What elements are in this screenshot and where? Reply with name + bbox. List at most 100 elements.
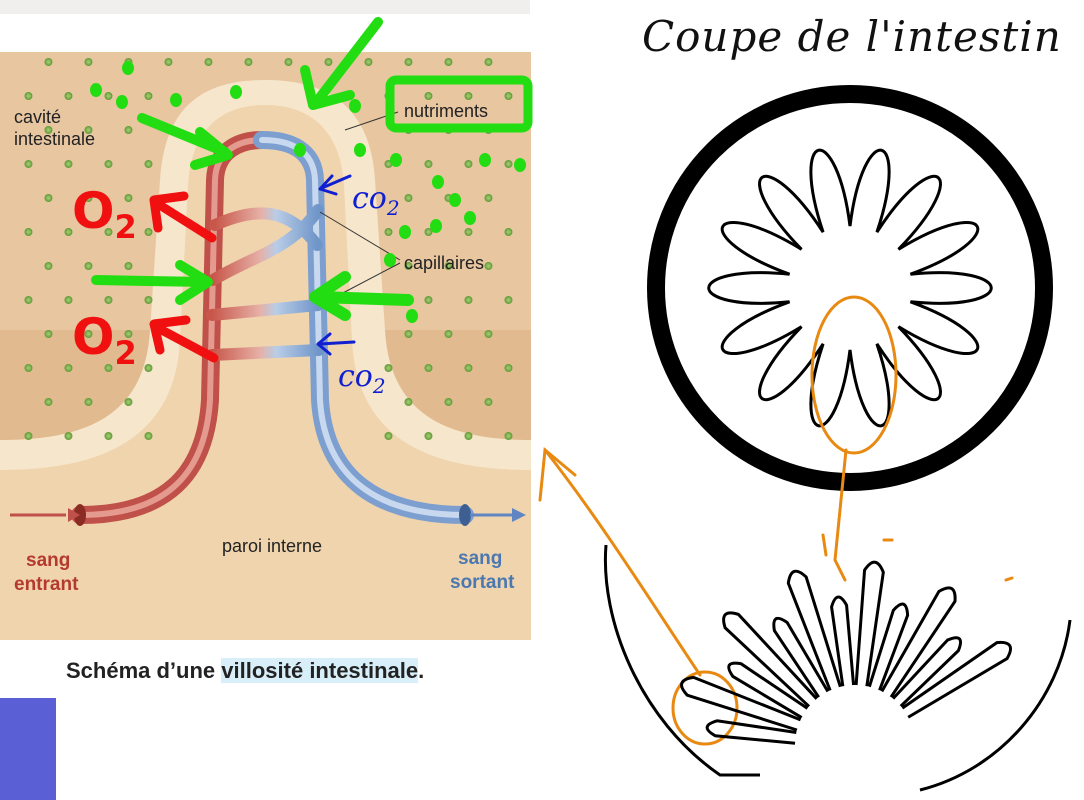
label-blood-out-1: sang <box>458 548 503 569</box>
label-blood-in-1: sang <box>26 550 71 571</box>
green-arrow-upper-left-head <box>190 127 233 170</box>
nutrient-dot <box>64 160 73 168</box>
green-dot <box>432 175 444 189</box>
nutrient-dot <box>464 92 473 100</box>
caption-period: . <box>418 658 425 683</box>
blood-in-arrow-head <box>68 508 80 522</box>
orange-tick-2 <box>1004 576 1014 582</box>
green-arrow-mid-left-head <box>175 260 213 305</box>
nutrient-dot <box>84 58 93 66</box>
nutrient-dot <box>404 330 413 338</box>
label-nutrients: nutriments <box>404 101 489 121</box>
nutrient-dot <box>484 194 493 202</box>
nutrient-dot <box>64 92 73 100</box>
green-dot <box>294 143 306 157</box>
nutrient-dot <box>424 432 433 440</box>
nutrient-dot <box>84 126 93 134</box>
intestine-outer-wall <box>647 85 1053 491</box>
nutrient-dot <box>144 296 153 304</box>
venule-opening <box>459 504 471 526</box>
green-dot <box>430 219 442 233</box>
nutrient-dot <box>204 58 213 66</box>
villi-base-right <box>919 619 1072 792</box>
capillary-loop <box>71 131 474 526</box>
blood-flow-arrows <box>10 508 526 522</box>
nutrient-dot <box>24 296 33 304</box>
nutrient-dot <box>44 126 53 134</box>
nutrient-dot <box>384 432 393 440</box>
nutrient-dot <box>84 194 93 202</box>
nutrient-dot <box>124 398 133 406</box>
capillary-1 <box>209 207 323 251</box>
nutrient-dot <box>104 296 113 304</box>
nutrient-dot <box>464 160 473 168</box>
nutrient-dot <box>444 262 453 270</box>
caption-text: Schéma d’une <box>66 658 222 683</box>
green-dot <box>479 153 491 167</box>
nutrient-dot <box>464 228 473 236</box>
nutrient-dot <box>404 58 413 66</box>
nutrient-dot <box>244 58 253 66</box>
capillaires-leader-1 <box>319 211 401 261</box>
capillary-3 <box>206 299 324 321</box>
nutrient-dot <box>164 58 173 66</box>
villi-enlarged-drawing <box>680 560 1012 745</box>
nutrient-dot <box>144 432 153 440</box>
label-intestinal-cavity-2: intestinale <box>14 129 96 149</box>
nutrient-dot <box>24 364 33 372</box>
nutrient-dot <box>384 228 393 236</box>
villi-base-arc <box>603 544 760 777</box>
label-inner-wall: paroi interne <box>222 536 323 556</box>
co2-arrow-bottom-shaft <box>318 340 356 346</box>
nutrient-dot <box>504 92 513 100</box>
nutrient-dot <box>64 364 73 372</box>
nutrient-dot <box>64 296 73 304</box>
nutrient-dot <box>24 228 33 236</box>
nutriments-highlight-box <box>385 75 533 133</box>
label-intestinal-cavity-1: cavité <box>14 107 62 127</box>
handwritten-co2-top: co2 <box>352 181 400 221</box>
nutrient-dot <box>44 398 53 406</box>
o2-arrow-bottom-head <box>149 315 191 355</box>
nutrient-dot <box>144 92 153 100</box>
nutrient-dot <box>504 160 513 168</box>
top-strip <box>0 0 530 14</box>
orange-tick-3 <box>821 533 828 557</box>
nutrient-dot <box>364 58 373 66</box>
capillary-2 <box>207 204 324 286</box>
orange-line-down <box>833 448 848 582</box>
nutrient-dot <box>484 398 493 406</box>
caption-highlight: villosité intestinale <box>221 658 419 683</box>
nutrient-dot <box>384 364 393 372</box>
intestine-villi-folds <box>707 148 993 428</box>
nutrient-dot <box>124 126 133 134</box>
green-dot <box>399 225 411 239</box>
nutrient-dot <box>24 432 33 440</box>
green-annotation-dots <box>90 61 526 323</box>
nutrient-dot <box>504 432 513 440</box>
nutrient-dot <box>104 228 113 236</box>
green-dot <box>116 95 128 109</box>
nutrient-dot <box>284 58 293 66</box>
orange-arrow-head <box>538 447 577 502</box>
nutrient-dot <box>464 296 473 304</box>
nutrient-dot <box>424 160 433 168</box>
green-arrow-right-shaft <box>312 291 414 306</box>
nutrient-dot <box>464 364 473 372</box>
co2-arrow-top-shaft <box>320 174 352 190</box>
green-annotations <box>91 17 533 321</box>
green-dot <box>354 143 366 157</box>
nutrient-dot <box>104 432 113 440</box>
nutrient-dot <box>424 228 433 236</box>
nutrient-dot <box>124 330 133 338</box>
blood-out-arrow-head <box>512 508 526 522</box>
venule-highlight <box>259 137 468 518</box>
label-capillaries: capillaires <box>404 253 485 273</box>
nutrient-dot <box>84 398 93 406</box>
nutrient-dot <box>84 262 93 270</box>
arteriole-highlight <box>77 137 265 518</box>
capillary-4 <box>206 344 325 361</box>
corner-block <box>0 698 56 800</box>
nutrient-dot <box>44 58 53 66</box>
nutrient-dot <box>504 228 513 236</box>
